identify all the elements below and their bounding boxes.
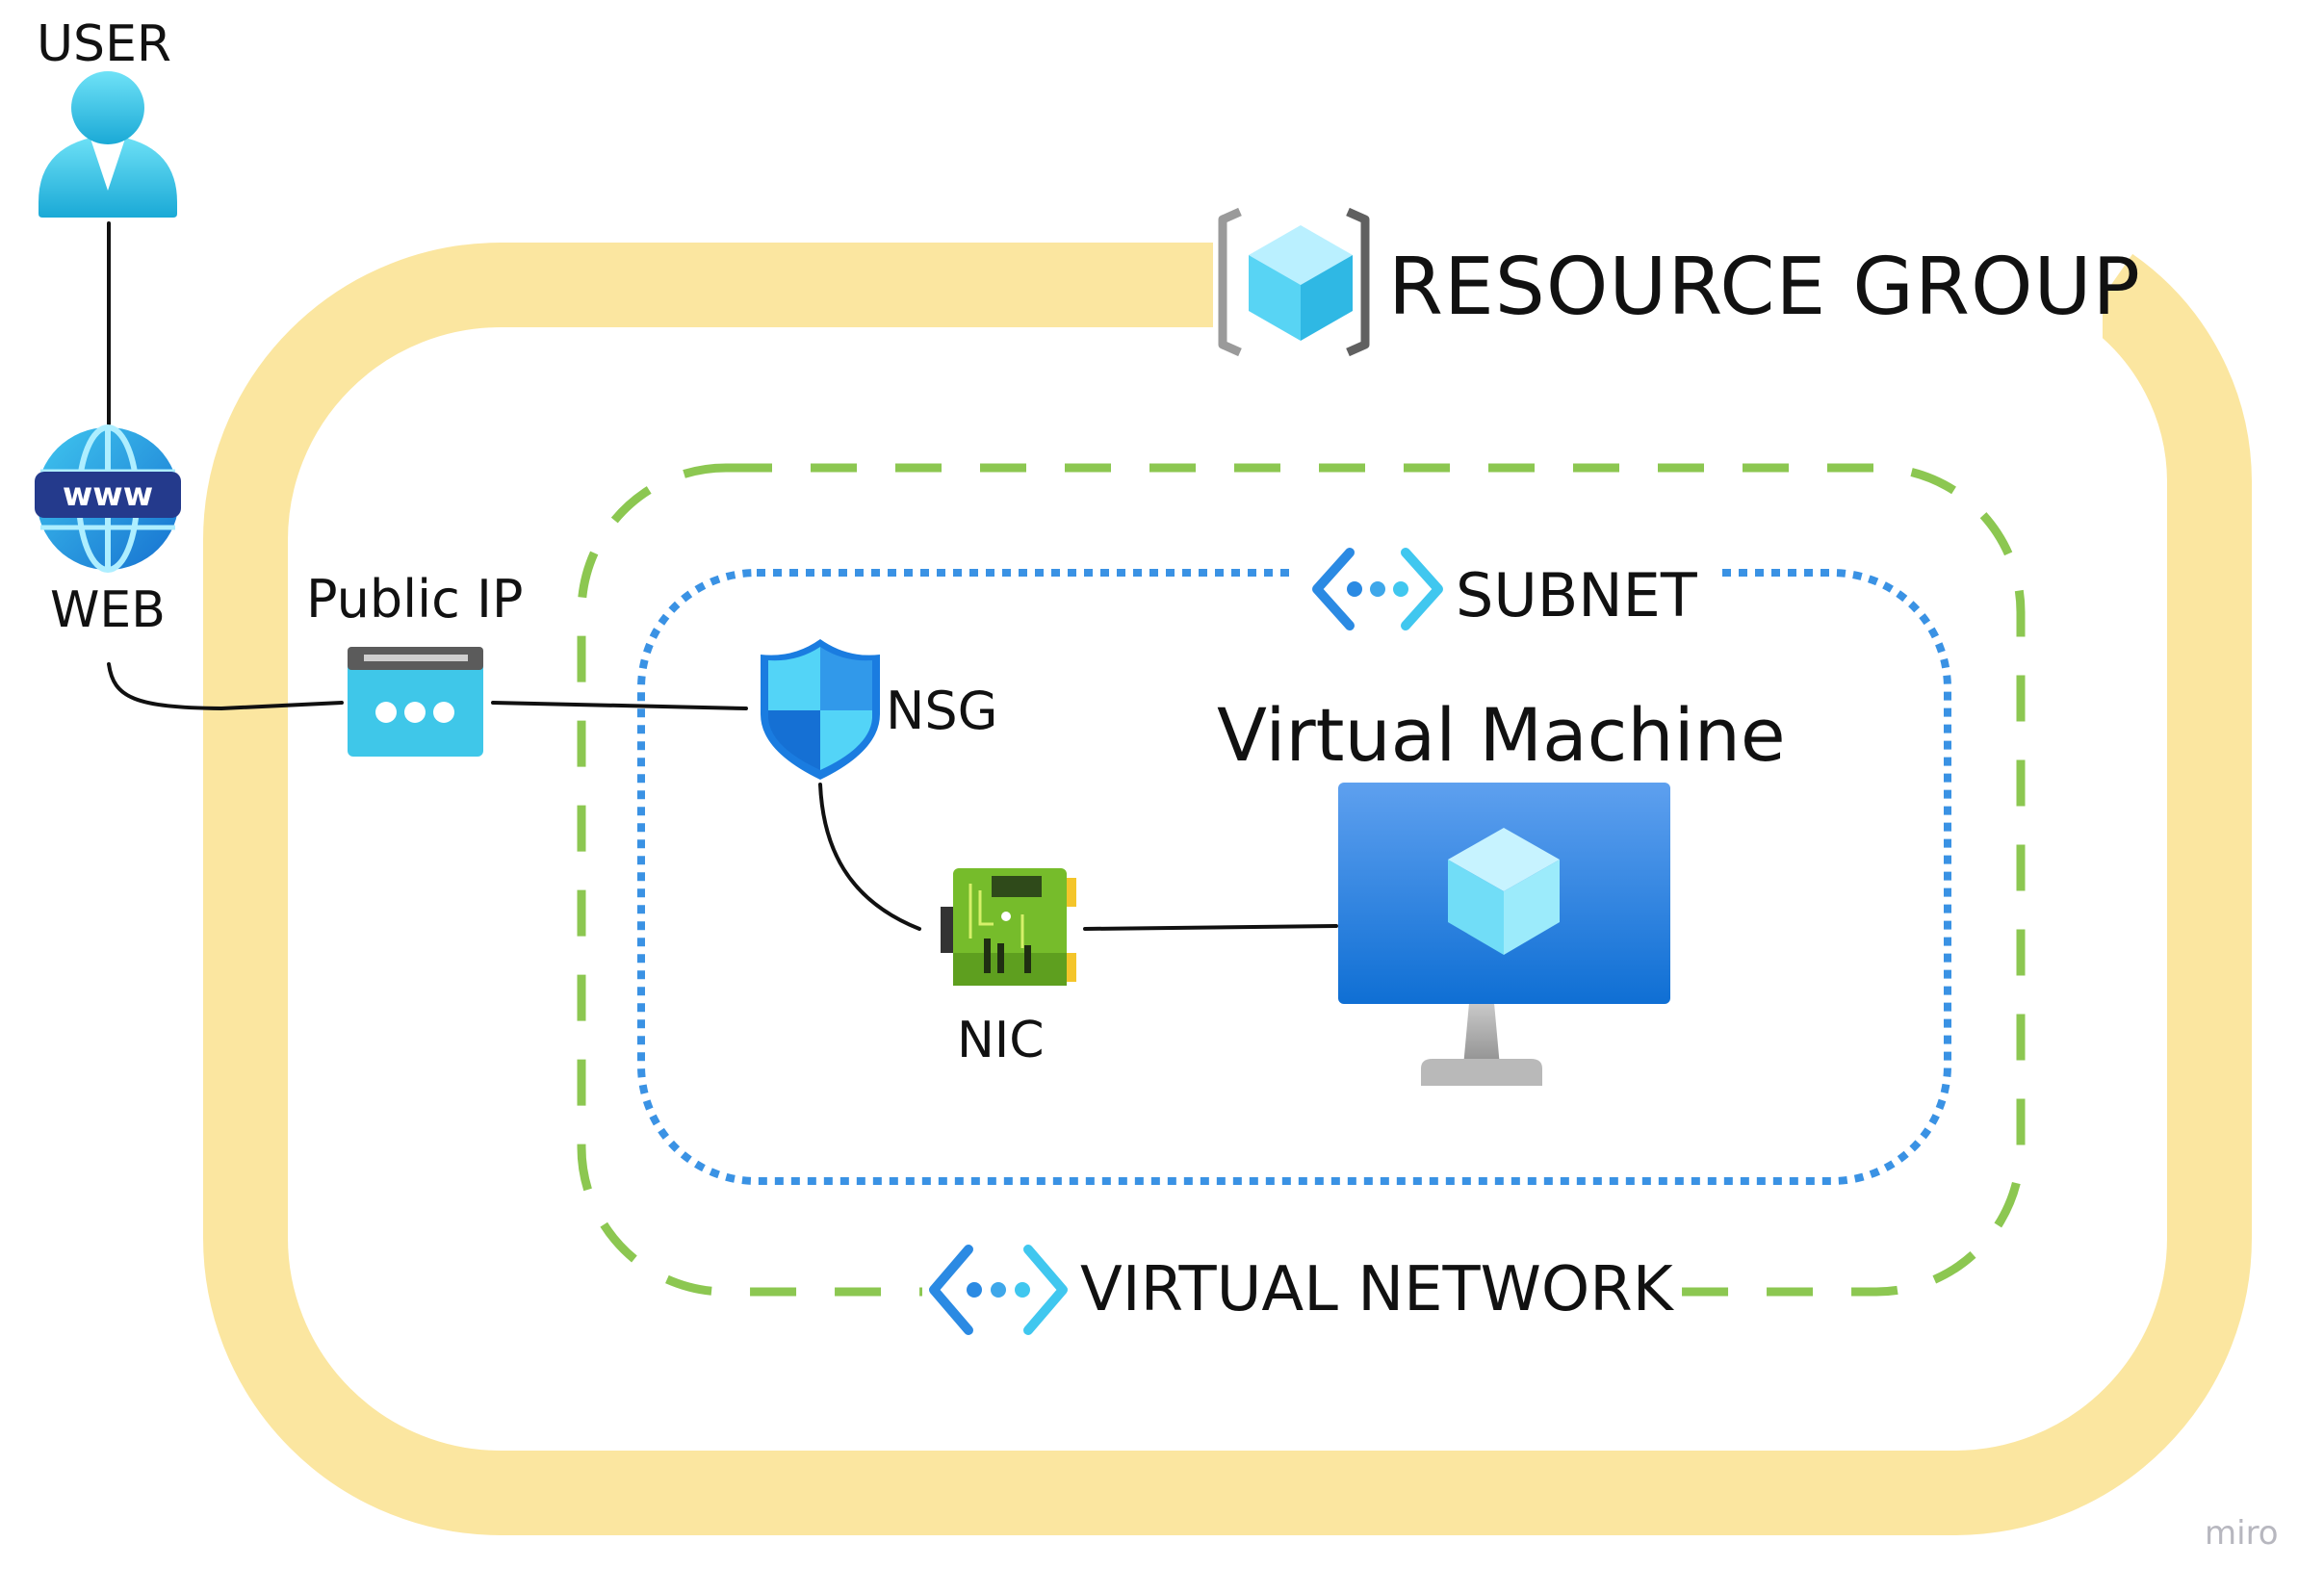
connector-nic-vm [1083, 924, 1338, 931]
nic-label: NIC [957, 1012, 1045, 1069]
virtual-machine-label: Virtual Machine [1217, 692, 1786, 778]
connector-nsg-nic [818, 783, 921, 931]
shield-icon [761, 639, 880, 780]
user-label: USER [37, 15, 172, 73]
connectors [107, 221, 1338, 931]
subnet-label-backdrop [1295, 544, 1718, 621]
web-label: WEB [50, 581, 166, 639]
connector-web-public-ip [107, 662, 344, 711]
user-icon [39, 71, 177, 218]
network-card-icon [941, 868, 1076, 986]
resource-group-boundary [203, 243, 2252, 1535]
nsg-label: NSG [886, 681, 998, 741]
resource-group-label-backdrop [1379, 241, 2103, 347]
resource-group-label: RESOURCE GROUP [1388, 242, 2141, 333]
subnet-boundary [637, 569, 1951, 1185]
virtual-network-label: VIRTUAL NETWORK [1074, 1259, 1679, 1321]
public-ip-label: Public IP [306, 569, 524, 630]
miro-watermark: miro [2205, 1514, 2279, 1553]
monitor-vm-icon [1338, 783, 1670, 1086]
vnet-brackets-icon [929, 1245, 1068, 1335]
public-ip-icon [348, 647, 483, 757]
globe-www-icon: www [35, 424, 181, 573]
resource-group-icon [1218, 207, 1370, 357]
subnet-brackets-icon [1312, 548, 1443, 630]
connector-public-ip-nsg [491, 701, 748, 710]
subnet-label: SUBNET [1456, 560, 1697, 630]
svg-text:www: www [63, 476, 153, 514]
